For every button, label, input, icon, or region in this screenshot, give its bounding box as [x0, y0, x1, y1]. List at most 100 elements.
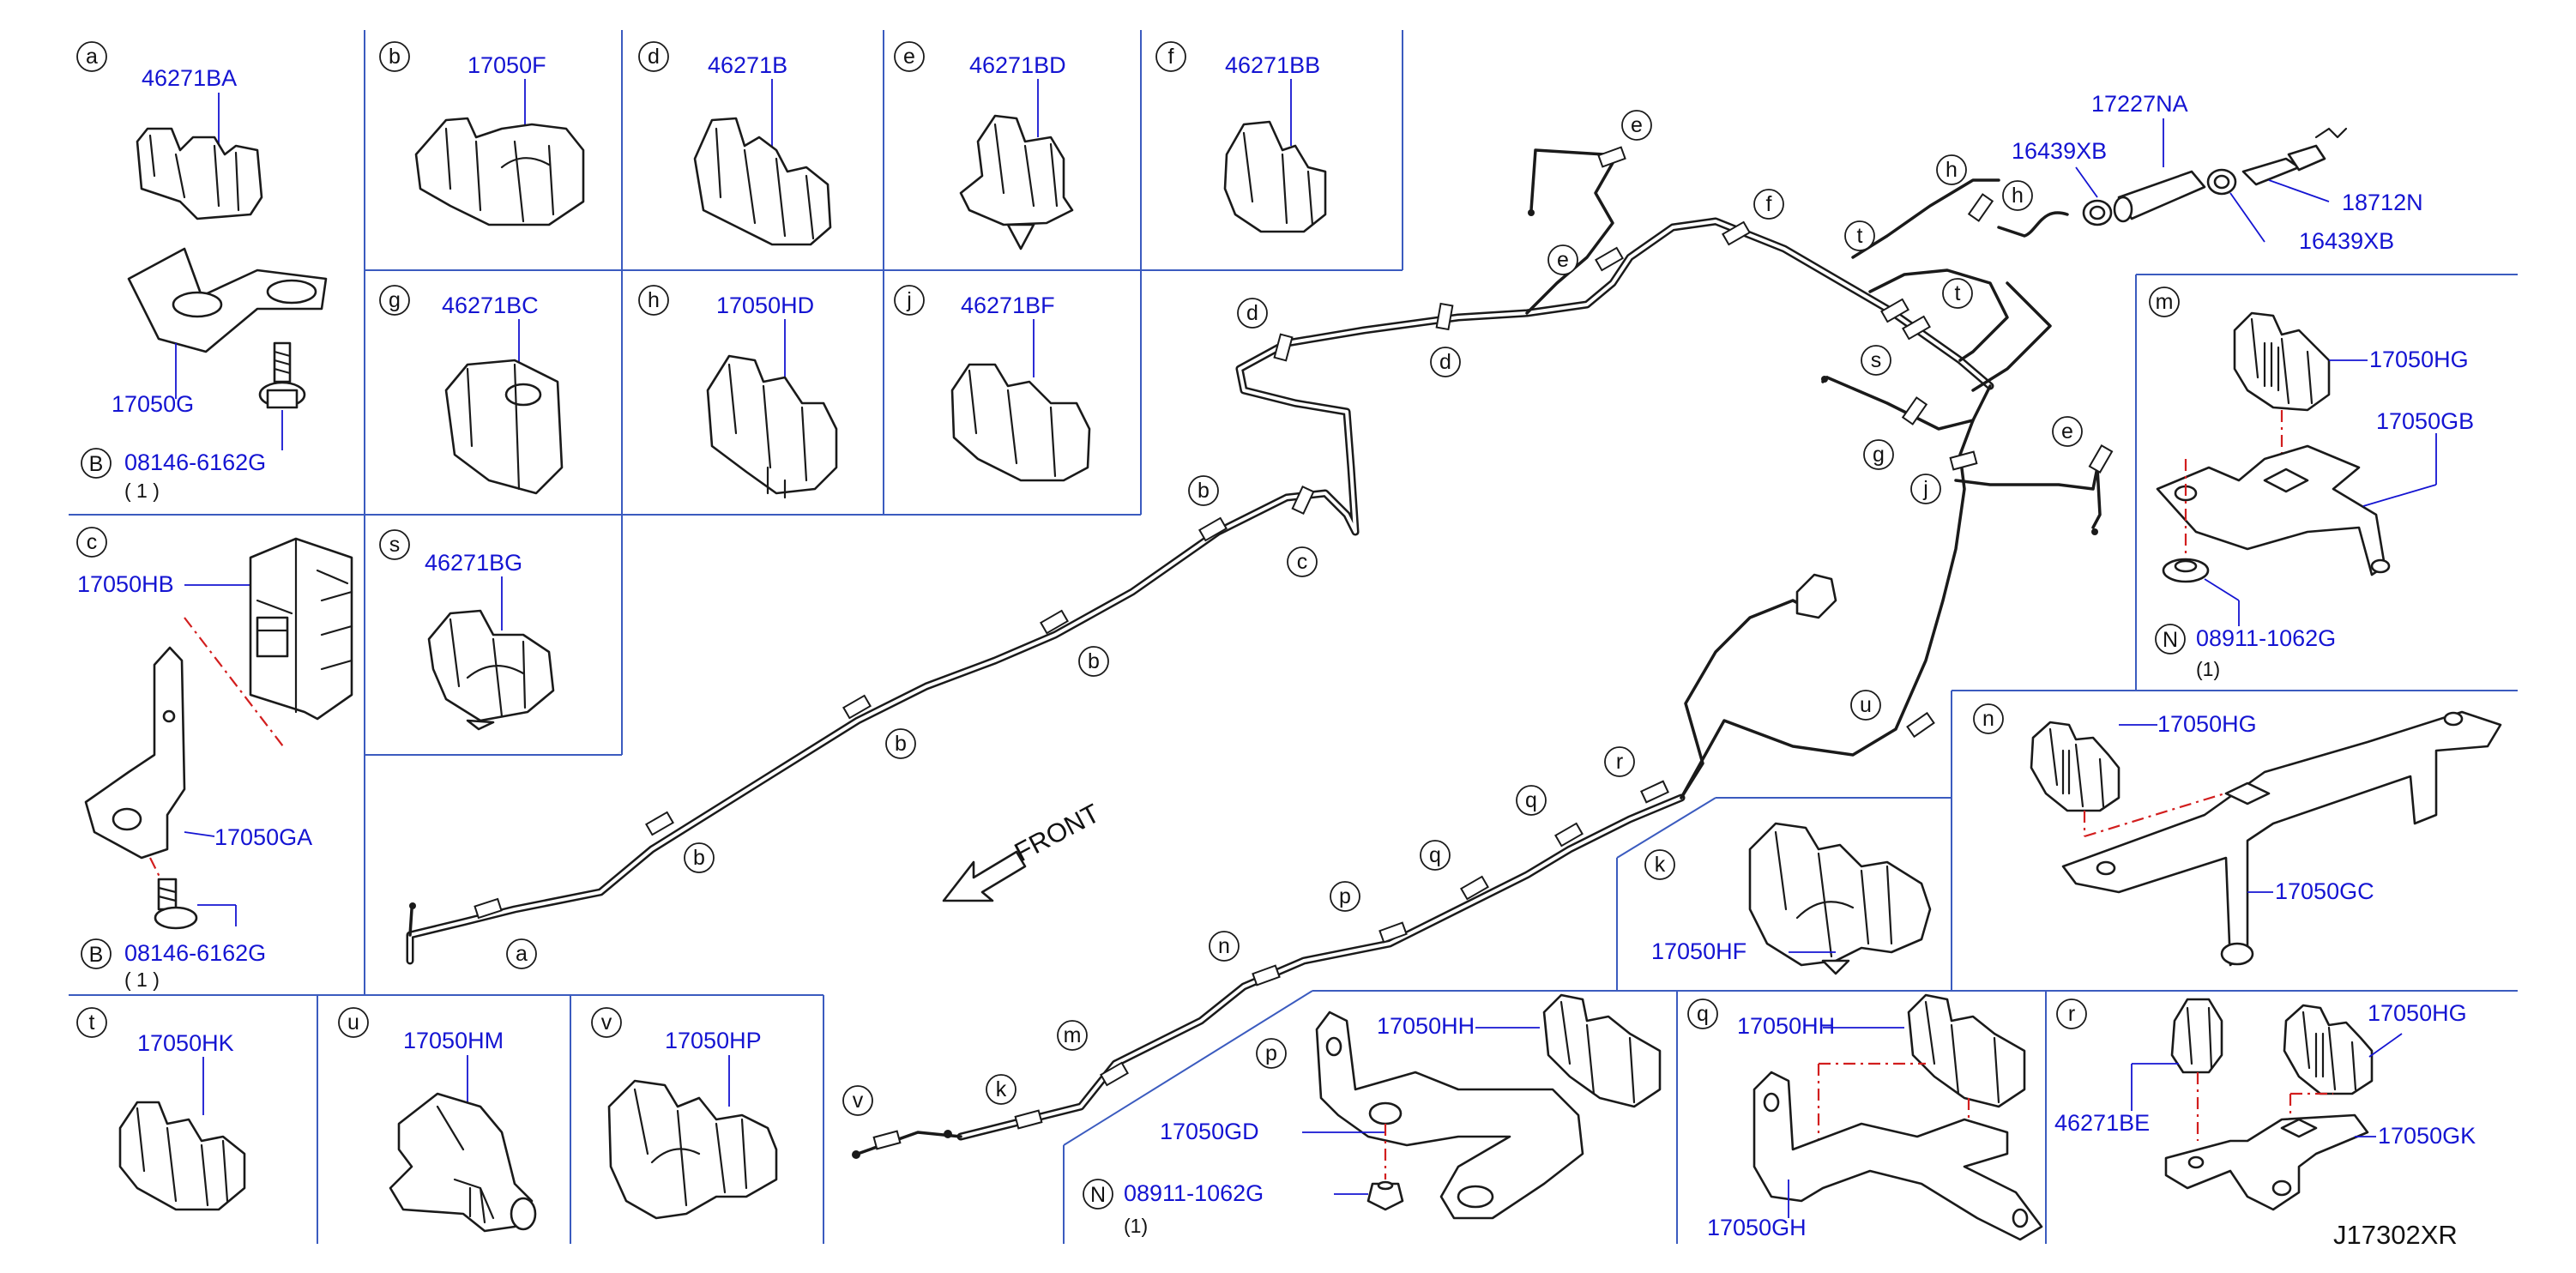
clip-17050HH-p — [1542, 993, 1662, 1108]
bracket-17050G — [127, 247, 328, 353]
panel-h: h 17050HD — [638, 285, 838, 499]
bracket-17050GB — [2156, 444, 2391, 576]
panel-t: t 17050HK — [76, 1007, 246, 1211]
bolt-symbol-a: B — [89, 452, 104, 476]
route-callout-f: f — [1766, 192, 1772, 216]
clip-17050HB — [249, 537, 353, 721]
part-number-17050HF: 17050HF — [1651, 938, 1746, 964]
part-number-17227NA: 17227NA — [2091, 91, 2188, 117]
part-number-46271BA: 46271BA — [142, 65, 237, 91]
panel-j: j 46271BF — [894, 285, 1091, 482]
route-callout-c: c — [1297, 550, 1308, 574]
clip-17050HH-q — [1907, 993, 2026, 1108]
nut-symbol-p: N — [1090, 1183, 1106, 1207]
route-callout-j: j — [1922, 477, 1928, 501]
route-callout-g: g — [1873, 443, 1885, 467]
bracket-17050GD — [1315, 1011, 1584, 1220]
front-direction-indicator: FRONT — [942, 798, 1105, 902]
clip-46271BF — [950, 363, 1091, 482]
part-number-17050HP: 17050HP — [665, 1028, 762, 1053]
part-number-08911-1062G-p: 08911-1062G — [1124, 1180, 1264, 1206]
fitting-18712N — [2241, 127, 2348, 186]
panel-p-letter: p — [1265, 1041, 1277, 1065]
quantity-m: (1) — [2196, 658, 2220, 680]
clip-46271BE — [2170, 998, 2223, 1074]
panel-frames — [69, 30, 2518, 1244]
part-number-17050HM: 17050HM — [403, 1028, 504, 1053]
panel-m-letter: m — [2156, 290, 2174, 314]
clip-17050HK — [118, 1101, 246, 1211]
part-number-17050HB: 17050HB — [77, 571, 174, 597]
clip-17050HG-n — [2030, 721, 2121, 812]
route-callout-d2: d — [1439, 350, 1451, 374]
quantity-c: ( 1 ) — [124, 968, 160, 991]
part-number-17050HK: 17050HK — [137, 1030, 234, 1056]
clip-17050HG-m — [2233, 311, 2331, 412]
bracket-17050GA — [84, 646, 186, 860]
quantity-a: ( 1 ) — [124, 480, 160, 502]
clip-46271BB — [1223, 120, 1327, 233]
panel-r-letter: r — [2068, 1002, 2075, 1026]
part-number-16439XB-lower: 16439XB — [2299, 228, 2394, 254]
route-callout-q1: q — [1525, 788, 1537, 812]
bolt-symbol-c: B — [89, 943, 104, 967]
panel-m: m 17050HG 17050GB N 08911-1062G (1) — [2149, 287, 2474, 680]
clip-46271BA — [136, 127, 263, 220]
part-number-08146-6162G-c: 08146-6162G — [124, 940, 266, 966]
route-callout-e1: e — [1631, 113, 1643, 137]
part-number-17050HH-p: 17050HH — [1377, 1013, 1475, 1039]
nut-08911-1062G-m — [2162, 558, 2210, 583]
panel-d-letter: d — [648, 45, 660, 69]
route-callout-b2: b — [895, 732, 907, 756]
route-callout-q2: q — [1429, 843, 1441, 867]
part-number-17050HG-n: 17050HG — [2157, 711, 2257, 737]
panel-a: a 46271BA 17050G B 08146-6162G ( 1 ) — [76, 41, 328, 502]
panel-v-letter: v — [601, 1011, 612, 1035]
panel-f-letter: f — [1168, 45, 1174, 69]
panel-s: s 46271BG — [379, 529, 555, 731]
panel-g-letter: g — [389, 288, 401, 312]
panel-s-letter: s — [389, 533, 401, 557]
route-callout-t1: t — [1857, 224, 1863, 248]
fuel-line-routing — [406, 148, 2108, 1159]
fuel-connector-group: 17227NA 16439XB 16439XB 18712N h h — [1936, 91, 2423, 254]
part-number-08146-6162G-a: 08146-6162G — [124, 449, 266, 475]
route-callout-m: m — [1064, 1023, 1082, 1047]
clip-17050F — [414, 117, 585, 226]
route-callout-b3: b — [1088, 649, 1100, 673]
route-callouts: a b b b b c d d e e e f g j s t t u r q … — [506, 110, 2083, 1116]
part-number-17050GK: 17050GK — [2378, 1123, 2476, 1149]
nut-symbol-m: N — [2163, 628, 2178, 652]
panel-a-letter: a — [86, 45, 98, 69]
quantity-p: (1) — [1124, 1215, 1148, 1237]
panel-n-letter: n — [1982, 707, 1994, 731]
part-number-46271BG: 46271BG — [425, 550, 522, 576]
bracket-17050GK — [2164, 1113, 2369, 1211]
route-callout-b4: b — [1198, 479, 1210, 503]
part-number-17050GC: 17050GC — [2275, 878, 2374, 904]
route-callout-e3: e — [2061, 419, 2073, 443]
panel-k: k 17050HF — [1644, 822, 1932, 975]
part-number-46271BD: 46271BD — [969, 52, 1066, 78]
nut-08911-1062G-p — [1366, 1180, 1404, 1211]
part-number-17050HG-m: 17050HG — [2369, 347, 2469, 372]
route-callout-a: a — [516, 942, 528, 966]
clip-17050HD — [706, 354, 838, 499]
part-number-17050GD: 17050GD — [1160, 1119, 1259, 1144]
route-callout-k: k — [996, 1077, 1007, 1101]
clip-17050HM — [389, 1092, 537, 1233]
part-number-17050G: 17050G — [112, 391, 194, 417]
clip-46271BC — [444, 359, 564, 495]
part-number-17050HG-r: 17050HG — [2368, 1000, 2467, 1026]
bracket-17050GH — [1753, 1071, 2043, 1241]
route-callout-n: n — [1218, 934, 1230, 958]
panel-r: r 46271BE 17050HG 17050GK — [2054, 998, 2476, 1211]
bolt-08146-6162G-c — [154, 878, 198, 930]
panel-t-letter: t — [89, 1011, 95, 1035]
hose-17227NA — [2113, 170, 2206, 223]
route-callout-u: u — [1860, 693, 1872, 717]
part-number-17050GB: 17050GB — [2376, 408, 2474, 434]
part-number-17050GA: 17050GA — [214, 824, 312, 850]
panel-e: e 46271BD — [894, 41, 1074, 250]
